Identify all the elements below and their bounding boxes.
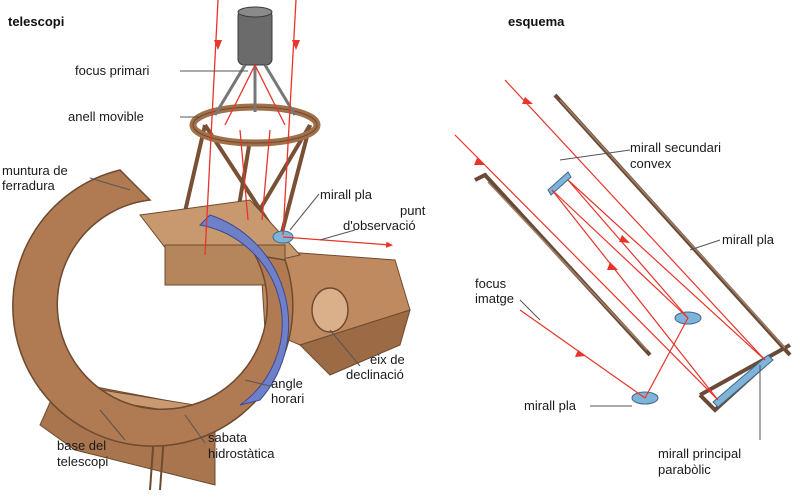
- label-base-1: base del: [57, 438, 107, 453]
- heading-telescopi: telescopi: [8, 14, 65, 29]
- label-muntura-2: ferradura: [2, 178, 55, 193]
- label-principal-2: parabòlic: [658, 462, 711, 477]
- primary-mirror: [712, 354, 774, 408]
- label-mirall-pla-right: mirall pla: [722, 232, 775, 247]
- label-eix-2: declinació: [346, 367, 404, 382]
- prime-focus-cage: [213, 6, 297, 116]
- label-secundari-2: convex: [630, 156, 672, 171]
- label-base-2: telescopi: [57, 454, 109, 469]
- declination-block: [259, 249, 411, 376]
- label-sabata-2: hidrostàtica: [208, 446, 275, 461]
- label-secundari-1: mirall secundari: [630, 140, 722, 155]
- label-angle-2: horari: [271, 391, 305, 406]
- horseshoe-mount: [12, 169, 294, 447]
- schema-tube-inner: [487, 99, 786, 351]
- heading-esquema: esquema: [508, 14, 565, 29]
- label-muntura-1: muntura de: [2, 163, 68, 178]
- label-punt-1: punt: [400, 203, 426, 218]
- label-focus-primari: focus primari: [75, 63, 150, 78]
- label-focus-2: imatge: [475, 291, 515, 306]
- label-punt-2: d'observació: [343, 218, 416, 233]
- label-mirall-pla-bottom: mirall pla: [524, 398, 577, 413]
- schema-leaders: [519, 149, 761, 440]
- telescope-leaders: [89, 70, 361, 444]
- secondary-mirror: [547, 171, 572, 196]
- label-focus-1: focus: [475, 276, 507, 291]
- schema-rays: [454, 79, 766, 401]
- label-sabata-1: sabata: [208, 430, 248, 445]
- label-anell-movible: anell movible: [68, 109, 144, 124]
- label-angle-1: angle: [271, 376, 303, 391]
- label-principal-1: mirall principal: [658, 446, 742, 461]
- label-mirall-pla-telescope: mirall pla: [320, 187, 373, 202]
- label-eix-1: eix de: [370, 352, 405, 367]
